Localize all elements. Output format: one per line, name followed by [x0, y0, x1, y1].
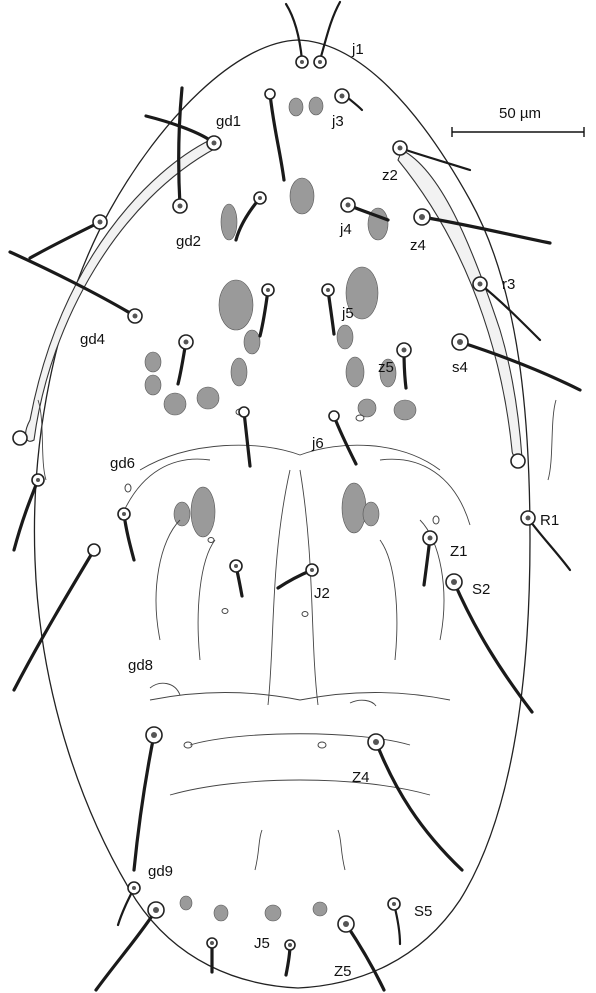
label-R1: R1 [540, 512, 559, 529]
label-j6: j6 [311, 435, 324, 452]
label-Z1: Z1 [450, 543, 468, 560]
label-J5: J5 [254, 935, 270, 952]
scale-bar: 50 µm [452, 105, 584, 137]
label-j4: j4 [339, 221, 352, 238]
label-j1: j1 [351, 41, 364, 58]
label-S5: S5 [414, 903, 432, 920]
label-Z5: Z5 [334, 963, 352, 980]
left-stigma [13, 431, 27, 445]
label-gd2: gd2 [176, 233, 201, 250]
label-z5: z5 [378, 359, 394, 376]
label-z4: z4 [410, 237, 426, 254]
label-s4: s4 [452, 359, 468, 376]
setae [10, 2, 580, 990]
scale-bar-label: 50 µm [499, 105, 541, 122]
label-j3: j3 [331, 113, 344, 130]
sigilla [145, 97, 416, 921]
label-r3: r3 [502, 276, 515, 293]
label-gd9: gd9 [148, 863, 173, 880]
label-gd4: gd4 [80, 331, 105, 348]
label-z2: z2 [382, 167, 398, 184]
right-stigma [511, 454, 525, 468]
label-gd1: gd1 [216, 113, 241, 130]
left-peritreme [26, 140, 216, 441]
label-Z4: Z4 [352, 769, 370, 786]
label-gd8: gd8 [128, 657, 153, 674]
label-J2: J2 [314, 585, 330, 602]
label-j5: j5 [341, 305, 354, 322]
label-S2: S2 [472, 581, 490, 598]
label-gd6: gd6 [110, 455, 135, 472]
